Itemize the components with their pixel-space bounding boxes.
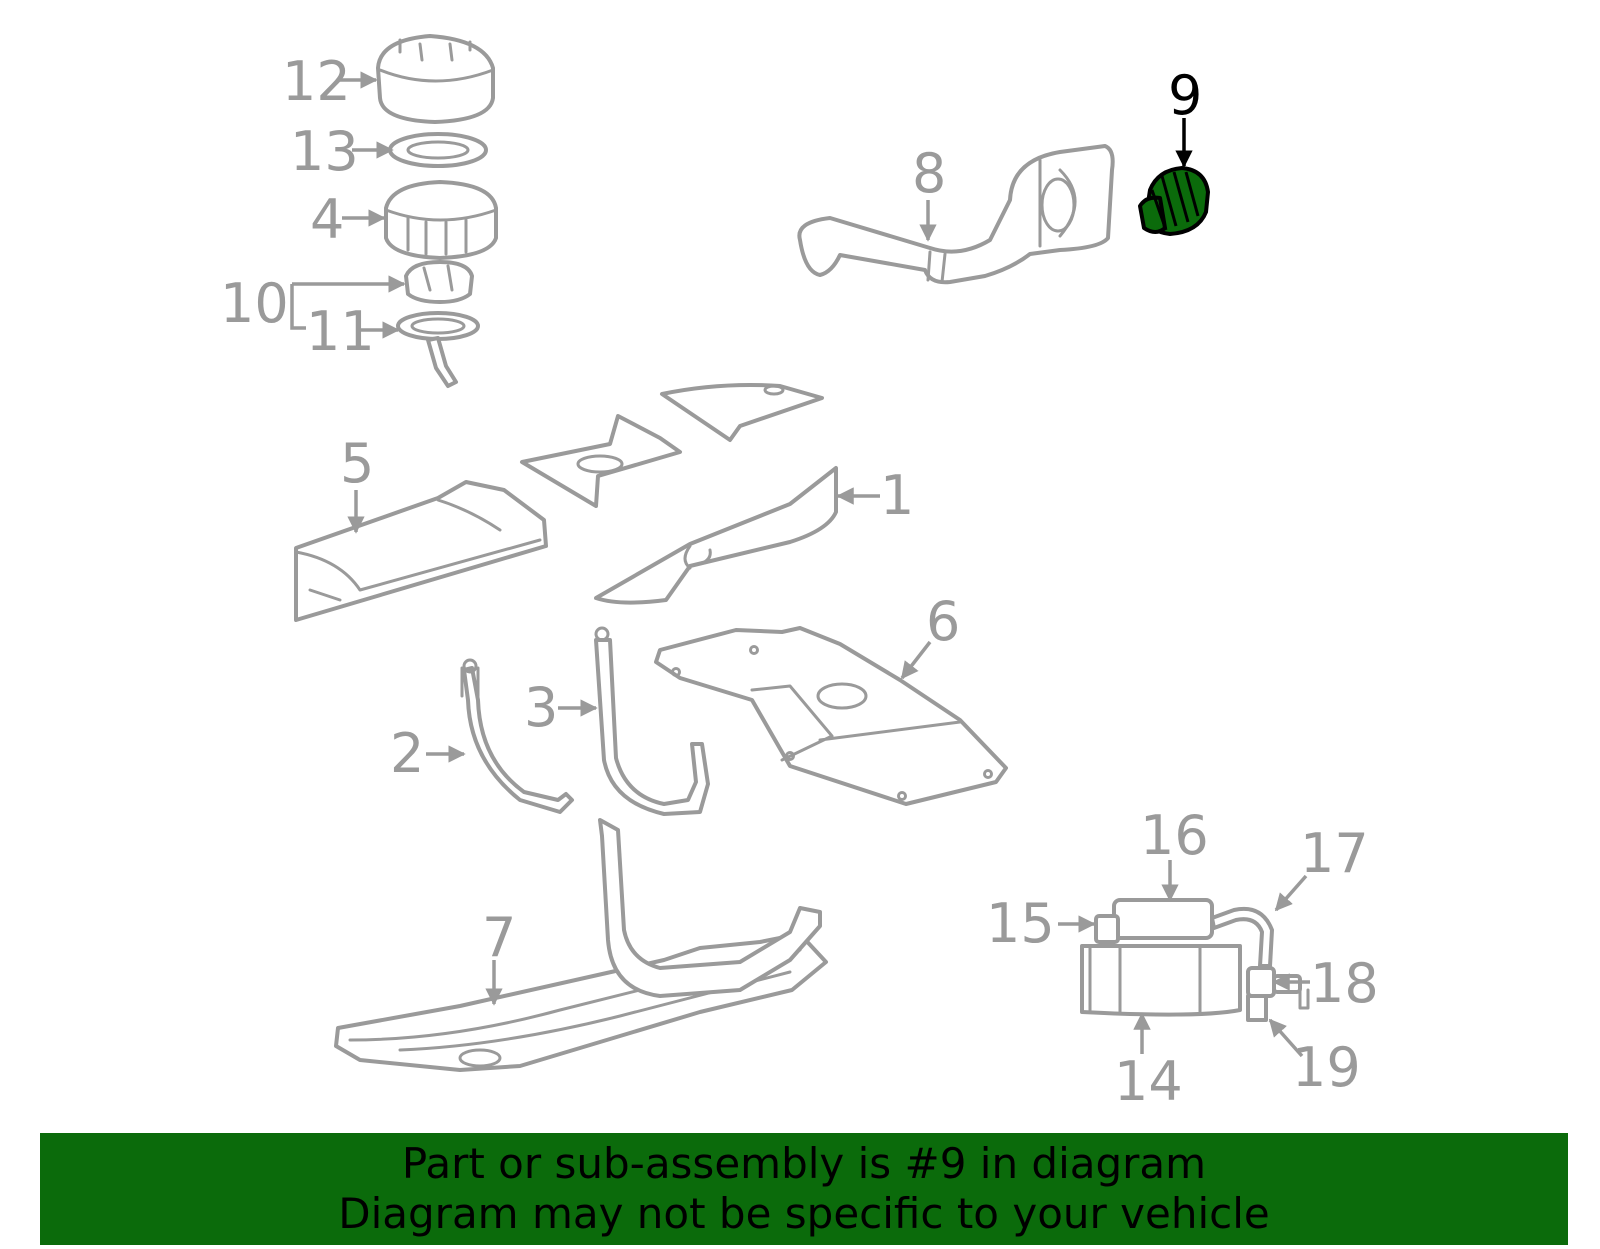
callout-6: 6 (926, 590, 960, 653)
leader-lines (290, 71, 1310, 1058)
part-13-seal[interactable] (388, 132, 488, 168)
callout-9: 9 (1168, 64, 1202, 127)
part-3-strap[interactable] (594, 626, 710, 816)
callout-7: 7 (482, 906, 516, 969)
part-12-lock-ring[interactable] (376, 34, 495, 124)
callout-5: 5 (340, 432, 374, 495)
part-6-skid-plate[interactable] (654, 626, 1008, 806)
callout-15: 15 (986, 892, 1055, 955)
callout-2: 2 (390, 722, 424, 785)
callout-16: 16 (1140, 804, 1209, 867)
part-10-fuel-pump[interactable] (404, 260, 474, 304)
callout-11: 11 (306, 300, 375, 363)
callout-19: 19 (1292, 1036, 1361, 1099)
callout-4: 4 (310, 188, 344, 251)
part-center-shield[interactable] (520, 383, 824, 508)
banner-line-1: Part or sub-assembly is #9 in diagram (401, 1139, 1207, 1188)
callout-3: 3 (524, 676, 558, 739)
part-9-fuel-cap[interactable] (1138, 166, 1210, 236)
parts-diagram: 12 13 4 10 11 9 8 5 1 6 3 2 7 16 17 15 1… (220, 34, 1379, 1113)
part-11-gasket[interactable] (396, 311, 480, 388)
part-8-filler-neck[interactable] (797, 144, 1115, 285)
part-5-heat-shield[interactable] (294, 480, 548, 622)
part-14-canister[interactable] (1080, 944, 1242, 1017)
part-16-purge-valve[interactable] (1094, 898, 1214, 944)
callout-8: 8 (912, 142, 946, 205)
part-2-strap[interactable] (460, 658, 574, 814)
callout-18: 18 (1310, 952, 1379, 1015)
callout-1: 1 (880, 464, 914, 527)
callout-14: 14 (1114, 1050, 1183, 1113)
banner-line-2: Diagram may not be specific to your vehi… (338, 1189, 1270, 1238)
part-1-shield[interactable] (594, 466, 838, 605)
callout-12: 12 (282, 50, 351, 113)
callout-13: 13 (290, 120, 359, 183)
part-7-skid-plate[interactable] (334, 818, 828, 1072)
callout-17: 17 (1300, 822, 1369, 885)
part-4-sender-ring[interactable] (384, 180, 498, 260)
info-banner: Part or sub-assembly is #9 in diagram Di… (40, 1133, 1568, 1245)
callout-10: 10 (220, 272, 289, 335)
part-19-connector[interactable] (1246, 994, 1268, 1022)
